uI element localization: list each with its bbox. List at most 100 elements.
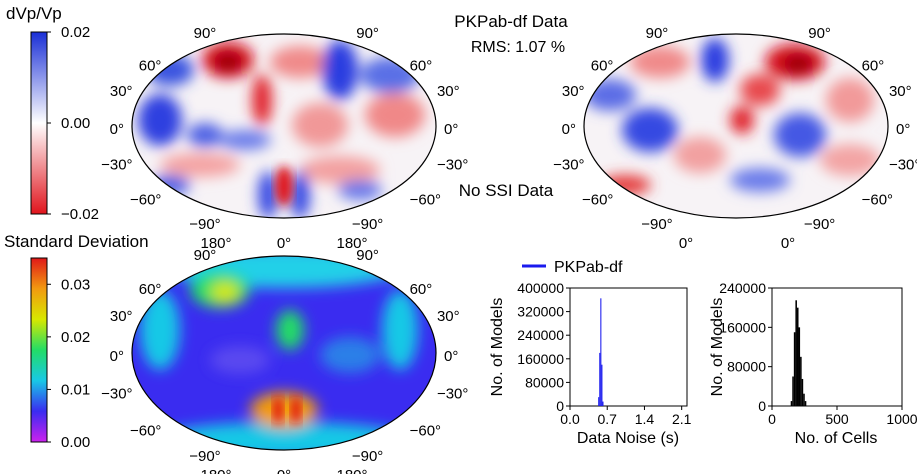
cells-xlabel: No. of Cells xyxy=(795,430,878,447)
noise-xlabel: Data Noise (s) xyxy=(577,430,679,447)
latitude-label: 0° xyxy=(110,121,124,138)
map-graticule-labels: 60°30°0°−30°−60°60°30°0°−30°−60°90°90°−9… xyxy=(101,25,917,474)
pole-label: 90° xyxy=(356,25,379,42)
colorbar-tick-label: −0.02 xyxy=(61,206,99,223)
latitude-label: 0° xyxy=(110,348,124,365)
pole-label: 90° xyxy=(194,247,217,264)
latitude-label: −30° xyxy=(437,157,468,174)
histogram-bar xyxy=(599,352,601,406)
latitude-label: −60° xyxy=(130,423,161,440)
x-tick-label: 1.4 xyxy=(635,411,655,427)
pole-label: −90° xyxy=(641,216,672,233)
histogram-bar xyxy=(798,327,801,406)
bottom-colorbar-title: Standard Deviation xyxy=(4,232,149,251)
histogram-bar xyxy=(795,300,797,406)
cells-ylabel: No. of Models xyxy=(709,298,726,397)
y-tick-label: 320000 xyxy=(517,304,564,320)
noise-ylabel: No. of Models xyxy=(489,298,506,397)
latitude-label: −60° xyxy=(130,192,161,209)
histogram-bar xyxy=(793,332,796,406)
pole-label: 90° xyxy=(808,25,831,42)
colorbar-tick-label: 0.01 xyxy=(61,381,90,398)
histogram-bar xyxy=(792,376,794,406)
data-title: PKPab-df Data xyxy=(454,12,568,31)
latitude-label: −30° xyxy=(101,157,132,174)
latitude-label: 60° xyxy=(139,57,162,74)
latitude-label: −30° xyxy=(889,157,917,174)
noise-histogram: PKPab-df 080000160000240000320000400000 … xyxy=(489,259,692,447)
top-colorbar: dVp/Vp 0.020.00−0.02 xyxy=(6,4,99,223)
longitude-label: 0° xyxy=(679,235,693,252)
latitude-label: −60° xyxy=(582,192,613,209)
longitude-label: 0° xyxy=(781,235,795,252)
noise-histogram-frame xyxy=(569,287,688,407)
y-tick-label: 0 xyxy=(556,398,564,414)
velocity-map-left xyxy=(131,33,437,219)
x-tick-label: 0 xyxy=(768,411,776,427)
top-colorbar-title: dVp/Vp xyxy=(6,4,62,23)
longitude-label: 180° xyxy=(200,467,231,474)
y-tick-label: 160000 xyxy=(719,319,766,335)
latitude-label: −30° xyxy=(437,386,468,403)
cells-histogram-frame xyxy=(771,287,903,407)
pole-label: 90° xyxy=(194,25,217,42)
latitude-label: 0° xyxy=(562,121,576,138)
bottom-colorbar-scale xyxy=(30,257,48,443)
latitude-label: 30° xyxy=(437,83,460,100)
latitude-label: −60° xyxy=(410,192,441,209)
top-colorbar-ticks: 0.020.00−0.02 xyxy=(47,24,99,223)
latitude-label: 30° xyxy=(110,83,133,100)
x-tick-label: 1000 xyxy=(886,411,917,427)
y-tick-label: 160000 xyxy=(517,351,564,367)
latitude-label: 0° xyxy=(444,348,458,365)
histogram-bar xyxy=(796,307,799,406)
latitude-label: 60° xyxy=(591,57,614,74)
pole-label: −90° xyxy=(189,216,220,233)
x-tick-label: 0.0 xyxy=(560,411,580,427)
no-ssi-label: No SSI Data xyxy=(459,181,554,200)
bottom-colorbar-ticks: 0.03 0.02 0.01 0.00 xyxy=(47,276,90,451)
histogram-bar xyxy=(804,401,807,406)
longitude-label: 180° xyxy=(336,235,367,252)
latitude-label: −60° xyxy=(862,192,893,209)
latitude-label: 60° xyxy=(139,281,162,298)
y-tick-label: 240000 xyxy=(719,280,766,296)
latitude-label: 30° xyxy=(437,308,460,325)
histogram-bar xyxy=(801,378,804,406)
y-tick-label: 240000 xyxy=(517,327,564,343)
latitude-label: 30° xyxy=(110,308,133,325)
colorbar-tick-label: 0.02 xyxy=(61,329,90,346)
x-tick-label: 0.7 xyxy=(597,411,617,427)
pole-label: −90° xyxy=(804,216,835,233)
colorbar-tick-label: 0.00 xyxy=(61,115,90,132)
histogram-bar xyxy=(602,401,604,406)
y-tick-label: 80000 xyxy=(525,374,564,390)
colorbar-tick-label: 0.00 xyxy=(61,434,90,451)
latitude-label: 30° xyxy=(889,83,912,100)
velocity-map-right xyxy=(583,33,889,219)
histogram-bar xyxy=(598,397,600,406)
histogram-bar xyxy=(803,393,805,406)
top-colorbar-scale xyxy=(30,31,48,215)
y-tick-label: 80000 xyxy=(727,359,766,375)
histogram-bar xyxy=(600,298,602,406)
std-deviation-map xyxy=(131,255,437,451)
latitude-label: −30° xyxy=(553,157,584,174)
x-tick-label: 500 xyxy=(825,411,849,427)
longitude-label: 0° xyxy=(277,467,291,474)
longitude-label: 0° xyxy=(277,235,291,252)
longitude-label: 180° xyxy=(200,235,231,252)
rms-value: RMS: 1.07 % xyxy=(471,39,565,56)
histogram-bar xyxy=(601,364,603,406)
longitude-label: 180° xyxy=(336,467,367,474)
bottom-colorbar: Standard Deviation 0.03 0.02 0.01 0.00 xyxy=(4,232,149,451)
latitude-label: −60° xyxy=(410,423,441,440)
colorbar-tick-label: 0.03 xyxy=(61,276,90,293)
pole-label: 90° xyxy=(356,247,379,264)
latitude-label: −30° xyxy=(101,386,132,403)
pole-label: −90° xyxy=(352,216,383,233)
latitude-label: 60° xyxy=(410,281,433,298)
latitude-label: 0° xyxy=(444,121,458,138)
